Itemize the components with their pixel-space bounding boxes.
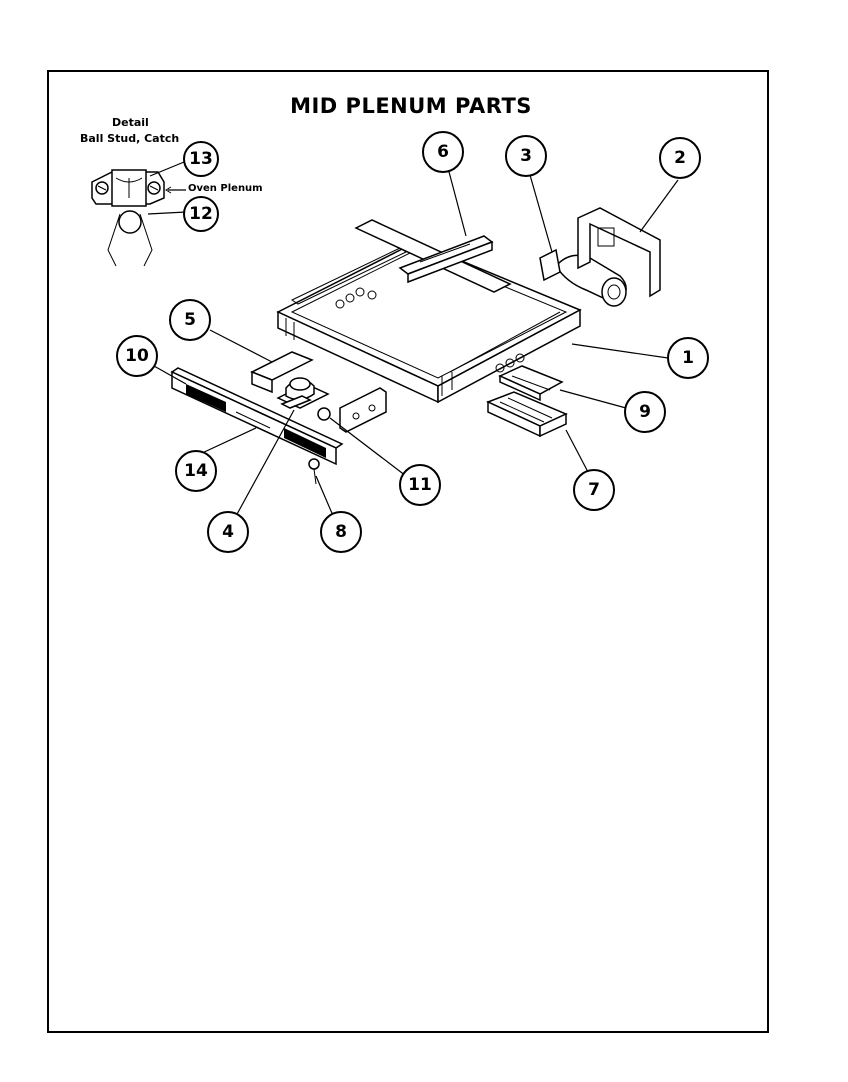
callout-label: 3 xyxy=(520,146,532,166)
page-title: MID PLENUM PARTS xyxy=(290,94,532,118)
callout-4: 4 xyxy=(207,511,249,553)
callout-3: 3 xyxy=(505,135,547,177)
callout-label: 11 xyxy=(408,475,432,495)
callout-label: 5 xyxy=(184,310,196,330)
callout-label: 13 xyxy=(189,149,213,169)
callout-5: 5 xyxy=(169,299,211,341)
leader-lines xyxy=(153,167,679,519)
callout-1: 1 xyxy=(667,337,709,379)
callout-label: 12 xyxy=(189,204,213,224)
callout-12: 12 xyxy=(183,196,219,232)
part-side-bracket xyxy=(317,387,387,433)
part-cross-brace xyxy=(354,219,512,293)
part-switch xyxy=(276,377,330,409)
callout-13: 13 xyxy=(183,141,219,177)
page-frame xyxy=(47,70,769,1033)
callout-6: 6 xyxy=(422,131,464,173)
callout-label: 1 xyxy=(682,348,694,368)
part-front-panel xyxy=(170,367,344,466)
detail-ball-stud-catch xyxy=(91,161,187,267)
callout-label: 8 xyxy=(335,522,347,542)
callout-10: 10 xyxy=(116,335,158,377)
callout-9: 9 xyxy=(624,391,666,433)
part-blower-motor xyxy=(539,248,627,307)
callout-8: 8 xyxy=(320,511,362,553)
callout-2: 2 xyxy=(659,137,701,179)
callout-label: 14 xyxy=(184,461,208,481)
part-terminal-block xyxy=(486,391,568,438)
callout-7: 7 xyxy=(573,469,615,511)
detail-subtitle: Ball Stud, Catch xyxy=(80,132,180,145)
callout-label: 6 xyxy=(437,142,449,162)
callout-label: 10 xyxy=(125,346,149,366)
callout-label: 4 xyxy=(222,522,234,542)
callout-14: 14 xyxy=(175,450,217,492)
part-switch-bracket xyxy=(498,365,564,402)
callout-11: 11 xyxy=(399,464,441,506)
oven-plenum-label: Oven Plenum xyxy=(188,183,263,194)
callout-label: 9 xyxy=(639,402,651,422)
callout-label: 7 xyxy=(588,480,600,500)
part-plenum-tray xyxy=(276,241,582,404)
part-motor-bracket xyxy=(577,207,661,298)
detail-title: Detail xyxy=(112,116,149,129)
callout-label: 2 xyxy=(674,148,686,168)
part-control-bracket xyxy=(250,351,314,394)
part-screw xyxy=(308,458,320,485)
